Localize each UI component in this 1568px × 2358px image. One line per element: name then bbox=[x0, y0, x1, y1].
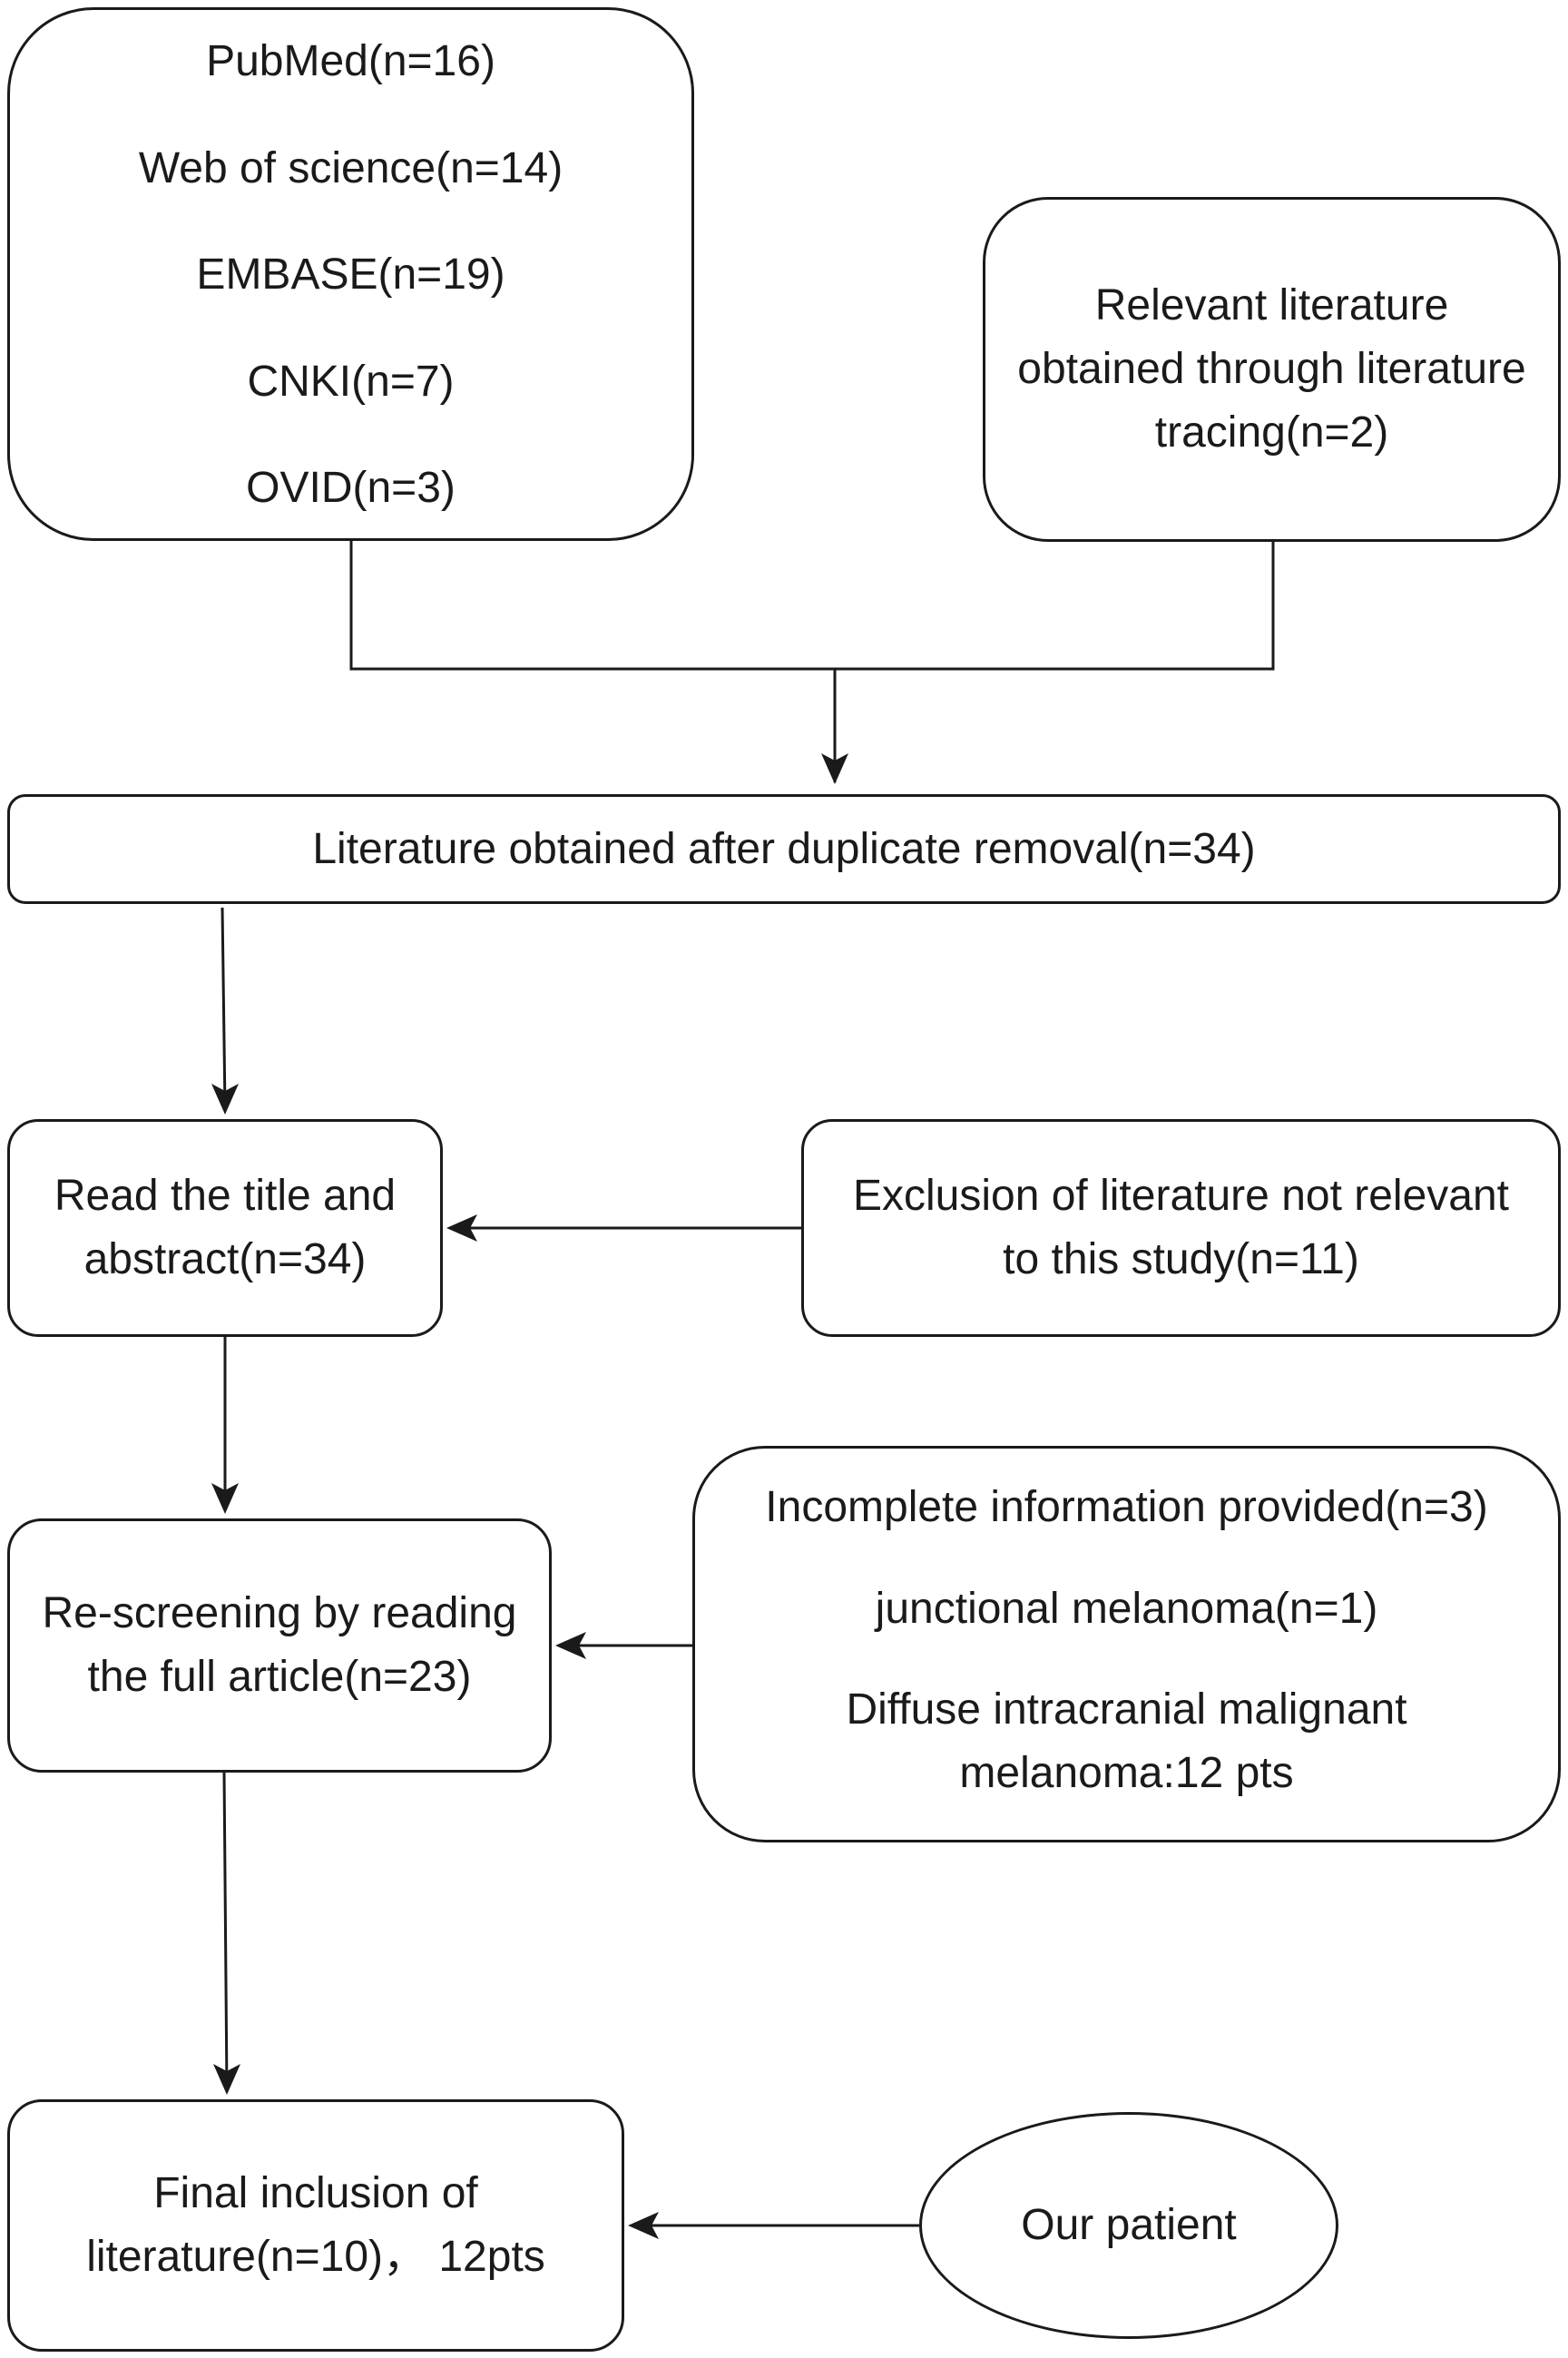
fulltext-line-2: the full article(n=23) bbox=[87, 1653, 472, 1701]
final-line-1: Final inclusion of bbox=[153, 2169, 478, 2217]
arrow-dedup-to-title-abstract bbox=[220, 907, 227, 1110]
arrow-fulltext-to-final bbox=[222, 1772, 229, 2090]
database-sources-box: PubMed(n=16) Web of science(n=14) EMBASE… bbox=[7, 7, 694, 541]
final-inclusion-box: Final inclusion of literature(n=10)， 12p… bbox=[7, 2099, 624, 2352]
literature-tracing-box: Relevant literature obtained through lit… bbox=[983, 197, 1561, 542]
full-text-screening-box: Re-screening by reading the full article… bbox=[7, 1518, 552, 1773]
dedup-text: Literature obtained after duplicate remo… bbox=[312, 824, 1256, 873]
tracing-line-3: tracing(n=2) bbox=[1154, 408, 1389, 457]
source-web-of-science: Web of science(n=14) bbox=[138, 143, 564, 192]
final-line-2: literature(n=10)， 12pts bbox=[86, 2233, 545, 2281]
full-text-exclusion-box: Incomplete information provided(n=3) jun… bbox=[692, 1446, 1561, 1842]
merge-connector bbox=[349, 541, 1275, 671]
arrowhead-to-dedup bbox=[821, 753, 848, 784]
diffuse-line-2: melanoma:12 pts bbox=[959, 1749, 1294, 1797]
source-pubmed: PubMed(n=16) bbox=[206, 37, 495, 85]
exclusion-line-1: Exclusion of literature not relevant bbox=[852, 1172, 1510, 1220]
fulltext-line-1: Re-screening by reading bbox=[42, 1589, 517, 1637]
exclusion-diffuse-melanoma: Diffuse intracranial malignant melanoma:… bbox=[846, 1678, 1406, 1805]
exclusion-incomplete-info: Incomplete information provided(n=3) bbox=[765, 1483, 1488, 1531]
arrowhead-fulltext-exclusion-to-fulltext bbox=[555, 1632, 586, 1659]
arrowhead-exclusion-to-title-abstract bbox=[446, 1214, 477, 1242]
arrowhead-to-title-abstract bbox=[211, 1084, 239, 1115]
diffuse-line-1: Diffuse intracranial malignant bbox=[846, 1685, 1407, 1734]
source-cnki: CNKI(n=7) bbox=[247, 357, 455, 406]
arrowhead-to-final bbox=[213, 2064, 240, 2095]
title-abstract-line-1: Read the title and bbox=[54, 1172, 397, 1220]
arrowhead-patient-to-final bbox=[628, 2212, 659, 2239]
tracing-line-1: Relevant literature bbox=[1094, 281, 1449, 329]
our-patient-ellipse: Our patient bbox=[919, 2112, 1338, 2339]
duplicate-removal-box: Literature obtained after duplicate remo… bbox=[7, 794, 1561, 904]
exclusion-line-2: to this study(n=11) bbox=[1003, 1235, 1359, 1283]
exclusion-junctional-melanoma: junctional melanoma(n=1) bbox=[875, 1584, 1378, 1633]
arrowhead-to-fulltext bbox=[211, 1483, 239, 1514]
irrelevant-exclusion-box: Exclusion of literature not relevant to … bbox=[801, 1119, 1561, 1337]
tracing-line-2: obtained through literature bbox=[1017, 345, 1526, 393]
patient-text: Our patient bbox=[1021, 2201, 1237, 2249]
title-abstract-screening-box: Read the title and abstract(n=34) bbox=[7, 1119, 443, 1337]
source-embase: EMBASE(n=19) bbox=[196, 251, 505, 299]
source-ovid: OVID(n=3) bbox=[246, 464, 456, 512]
title-abstract-line-2: abstract(n=34) bbox=[83, 1235, 367, 1283]
